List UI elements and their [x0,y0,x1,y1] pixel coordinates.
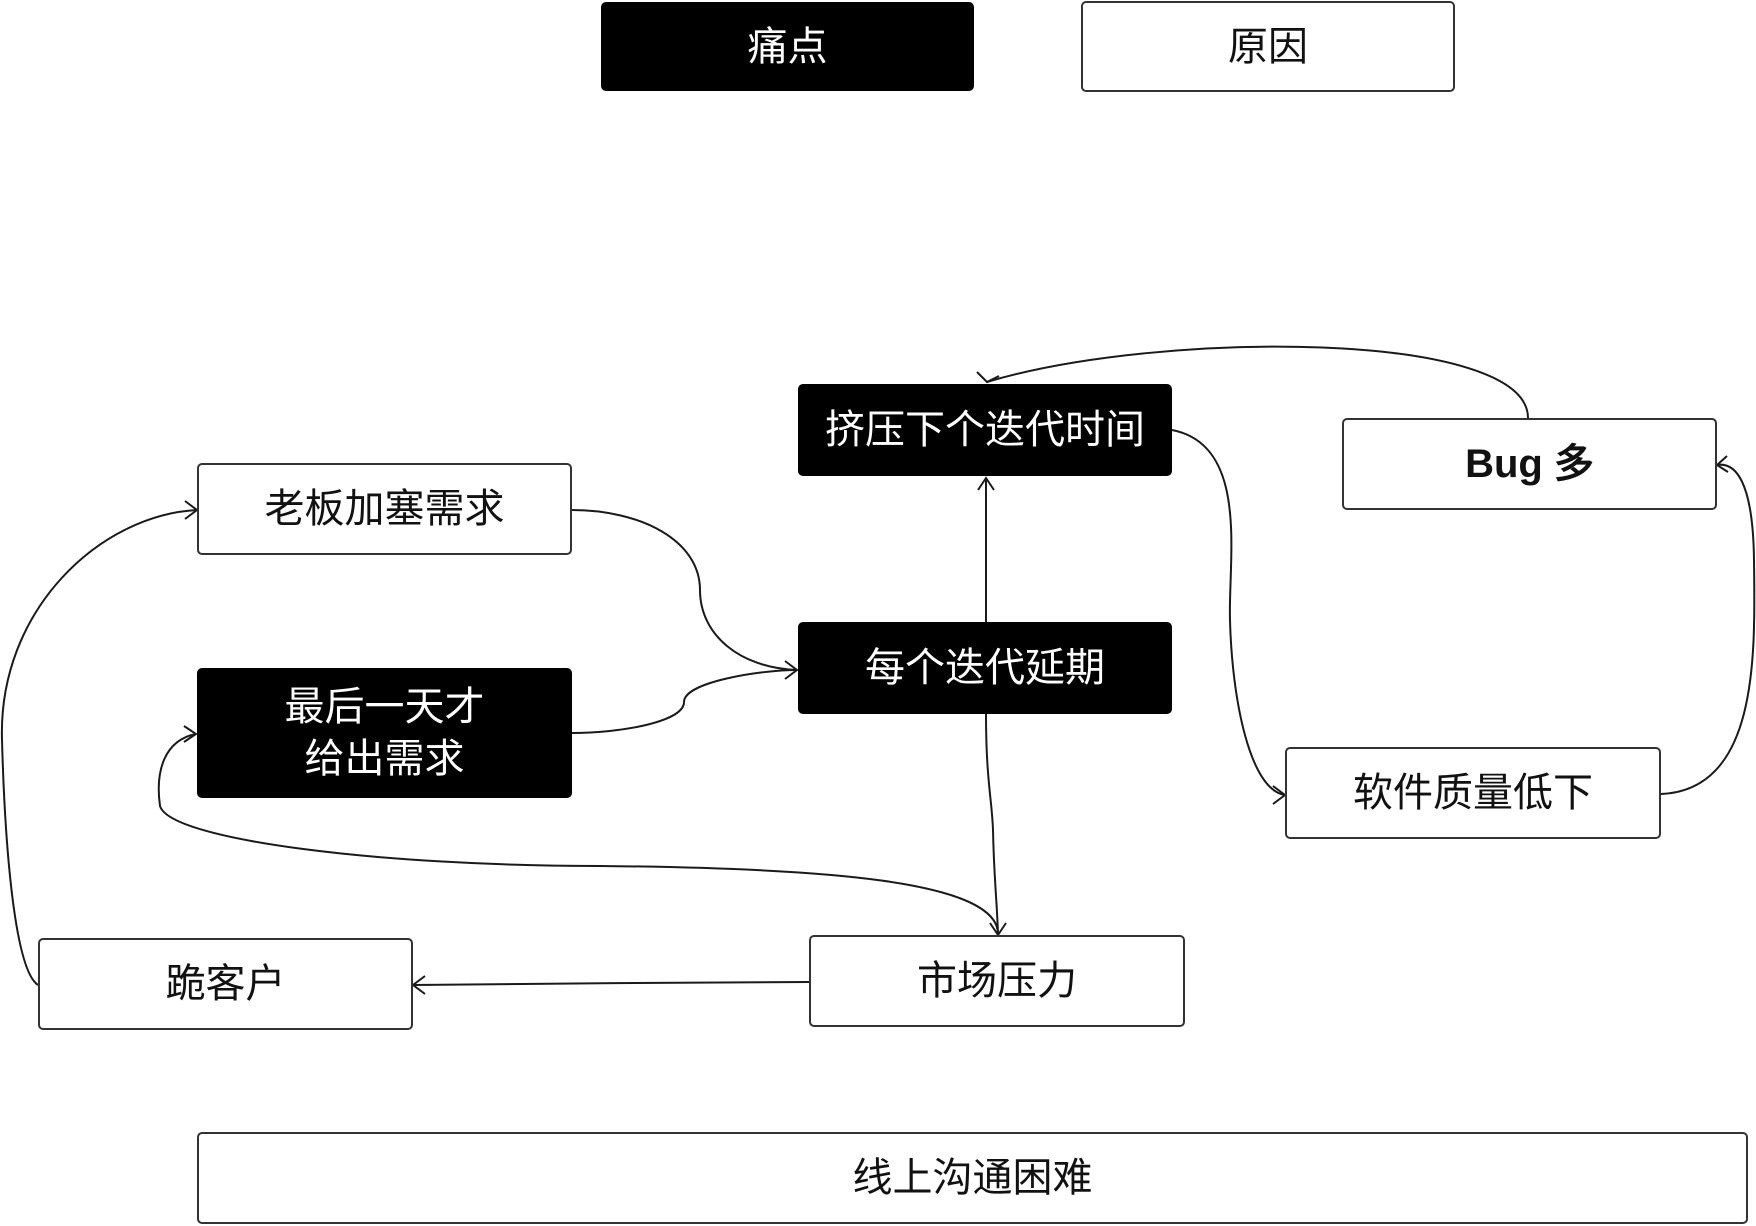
legend-cause: 原因 [1081,1,1455,92]
connector-bugs-to-squeeze [986,345,1529,419]
arrowhead-squeeze-bottom [977,476,995,491]
node-last-day-requirements: 最后一天才 给出需求 [197,668,572,798]
arrowhead-squeeze-top [976,371,1000,384]
node-boss-adds-requirements: 老板加塞需求 [197,463,572,555]
legend-pain-point: 痛点 [601,2,974,91]
connector-market-to-customers [412,981,811,986]
node-low-software-quality: 软件质量低下 [1285,747,1661,839]
arrowhead-customers-right [411,975,426,995]
connector-squeeze-to-quality [1171,429,1286,796]
arrowhead-lastday-left [183,725,198,743]
connector-boss-to-delay [571,509,798,671]
arrowhead-bugs-right [1715,455,1729,473]
connector-lastday-to-delay [571,669,798,734]
arrowhead-delay-left [784,660,799,680]
connector-delay-to-market [985,713,999,936]
node-market-pressure: 市场压力 [809,935,1185,1027]
node-squeeze-next-iteration: 挤压下个迭代时间 [798,384,1172,476]
connector-customers-to-boss [0,509,198,986]
connector-quality-to-bugs [1660,463,1756,795]
node-many-bugs: Bug 多 [1342,418,1717,510]
node-each-iteration-delayed: 每个迭代延期 [798,622,1172,714]
node-chase-customers: 跪客户 [38,938,413,1030]
connector-market-to-lastday [157,733,1000,936]
node-online-communication-difficult: 线上沟通困难 [197,1132,1748,1224]
